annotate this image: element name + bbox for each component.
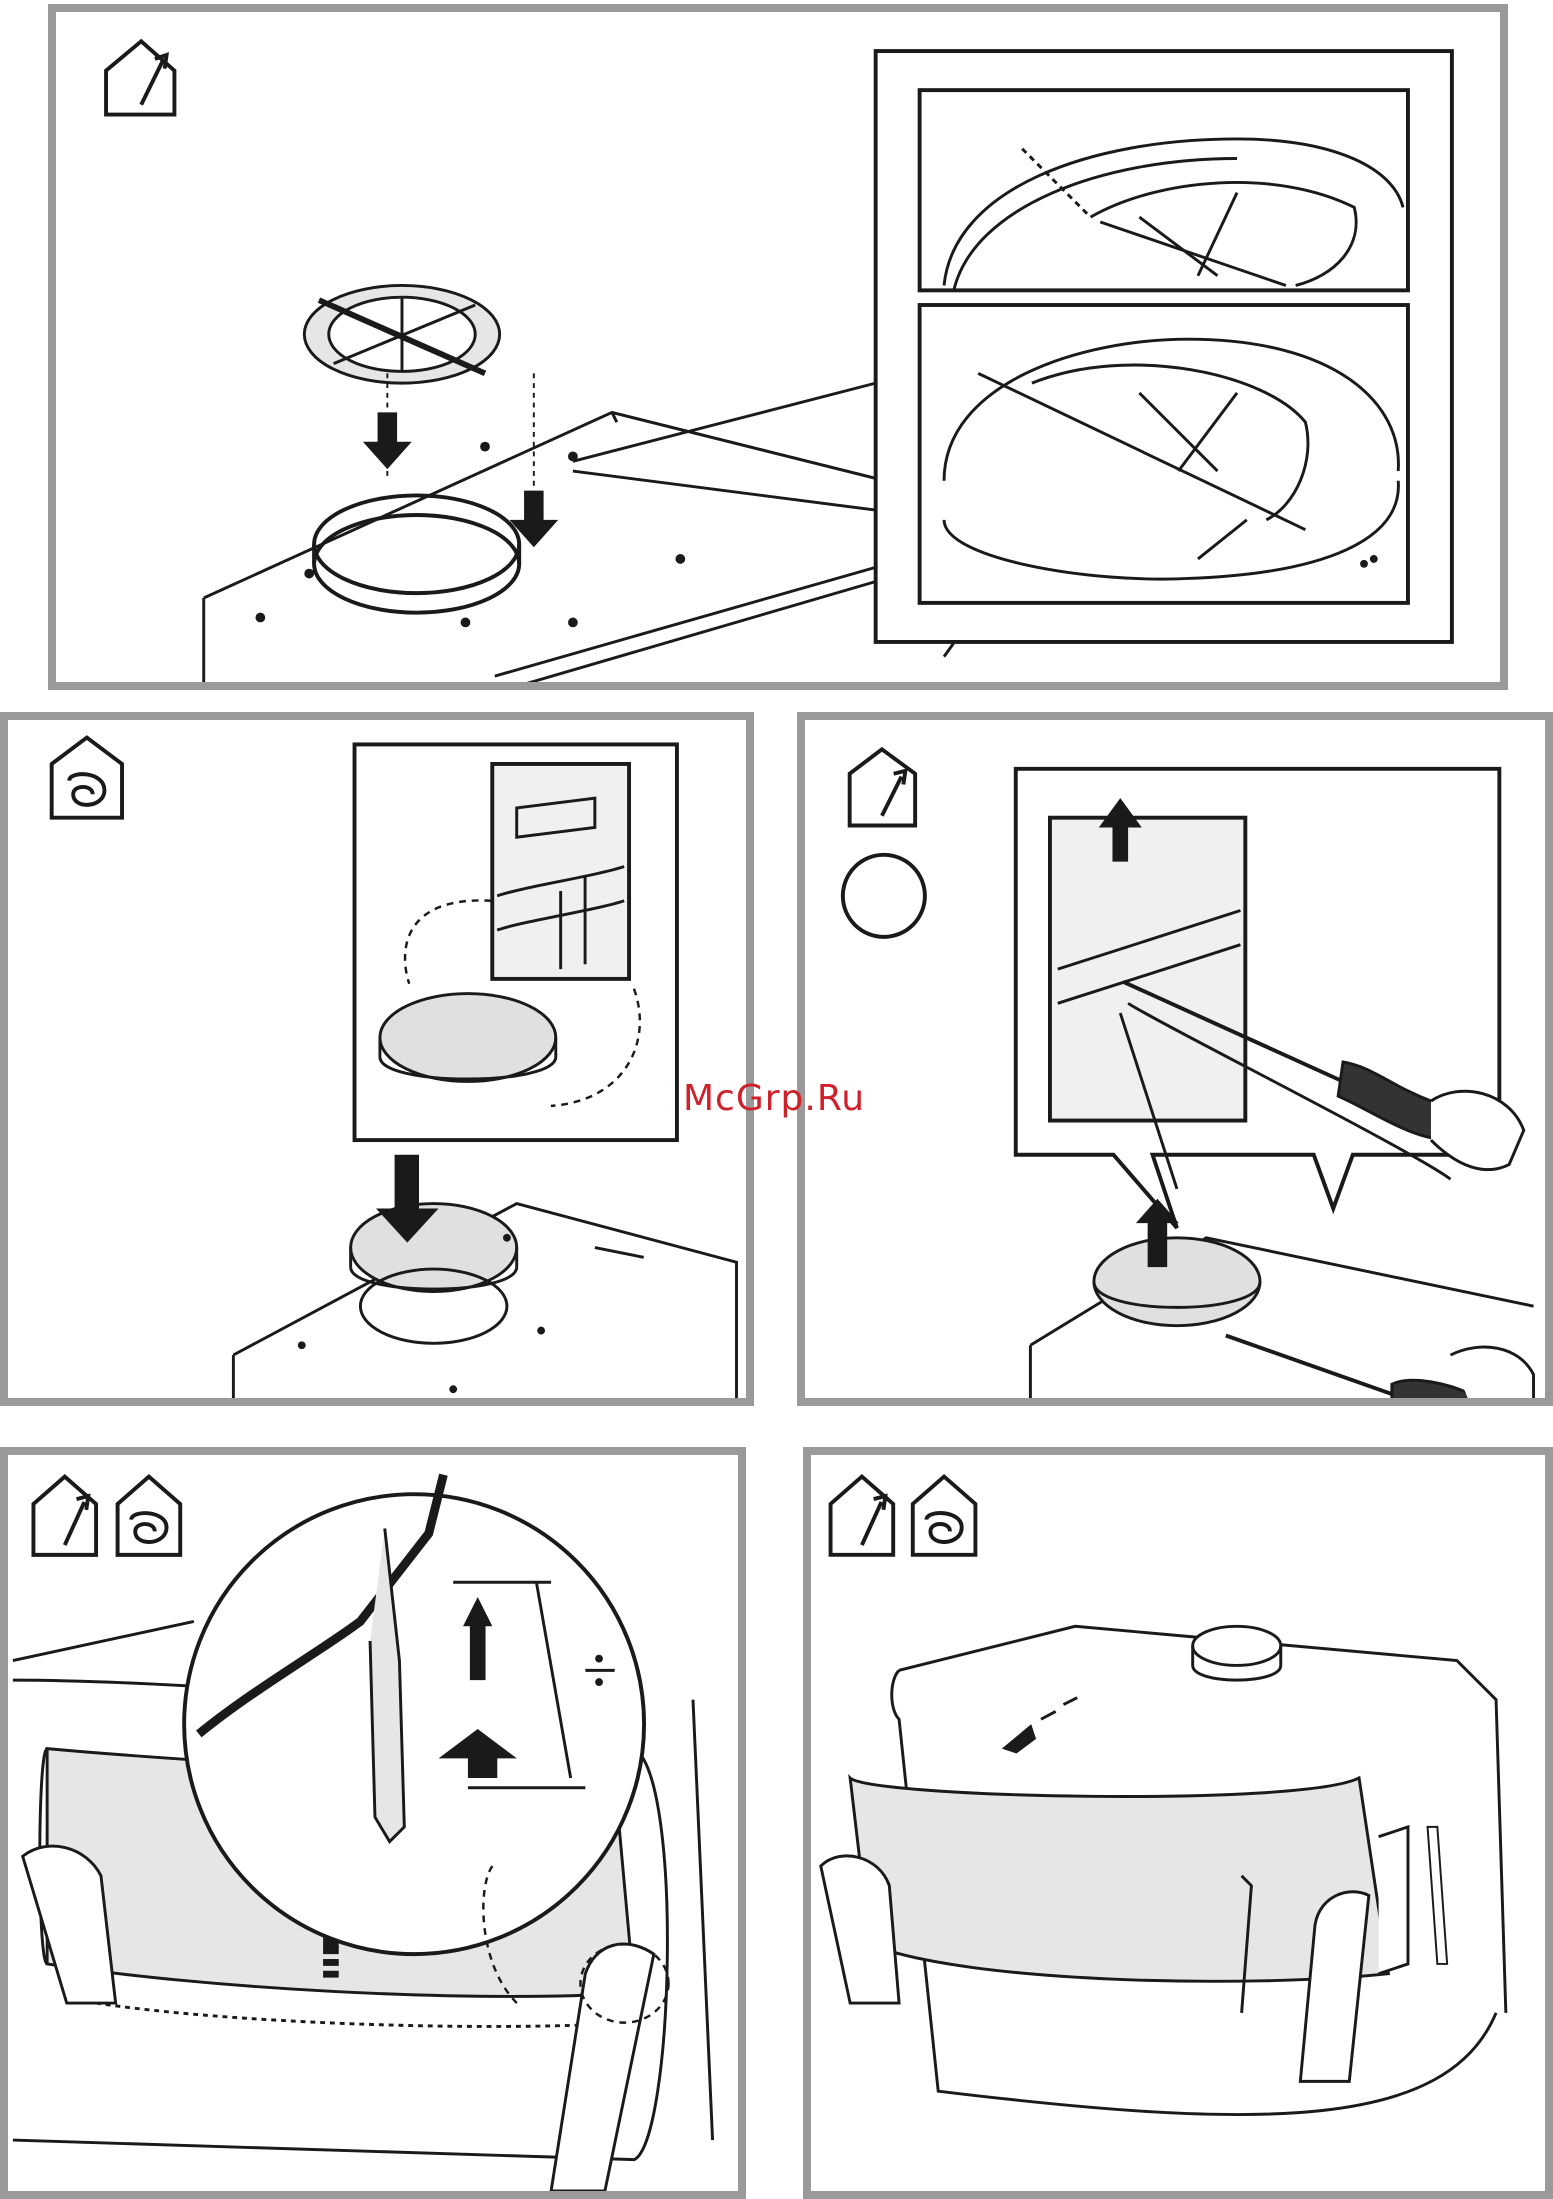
panel-fit-front-panel xyxy=(0,1447,746,2199)
detail-callout-filter xyxy=(355,744,677,1140)
recirculation-mode-icon xyxy=(52,738,122,818)
ducted-mode-icon xyxy=(33,1477,96,1555)
recirculation-mode-icon xyxy=(913,1477,976,1555)
ducted-mode-icon xyxy=(106,41,174,114)
illustration-hood-adapter xyxy=(56,12,1500,682)
recirculation-mode-icon xyxy=(118,1477,181,1555)
ducted-mode-icon xyxy=(850,749,915,825)
panel-install-adapter xyxy=(48,4,1508,690)
empty-circle-symbol xyxy=(843,855,925,937)
round-filter xyxy=(304,285,499,383)
watermark-text: McGrp.Ru xyxy=(683,1078,865,1119)
illustration-fit-front-panel xyxy=(8,1455,738,2191)
detail-callout-screwdriver xyxy=(1016,769,1500,1228)
panel-slide-front-panel xyxy=(803,1447,1553,2199)
panel-attach-charcoal-filter xyxy=(0,712,754,1406)
illustration-remove-filter xyxy=(805,720,1545,1398)
panel-remove-filter xyxy=(797,712,1553,1406)
illustration-slide-front-panel xyxy=(811,1455,1545,2191)
illustration-charcoal-filter xyxy=(8,720,746,1398)
detail-callout-adapter xyxy=(876,51,1452,642)
magnified-detail xyxy=(184,1475,644,1954)
ducted-mode-icon xyxy=(831,1477,894,1555)
